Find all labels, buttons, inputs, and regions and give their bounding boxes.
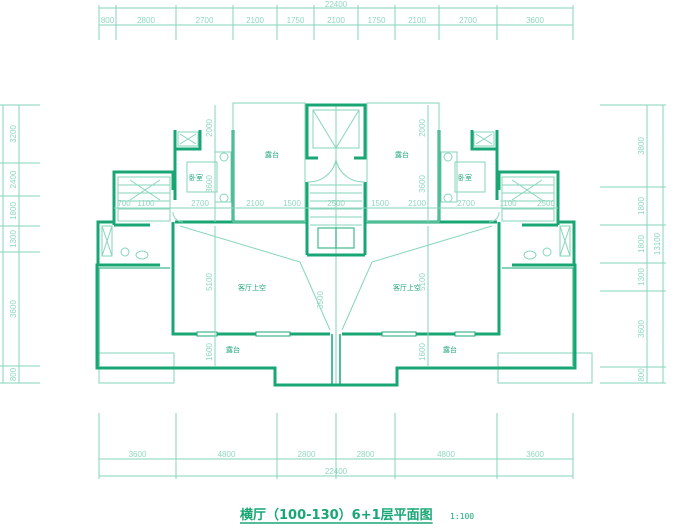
- right-total-dim: 13100: [653, 232, 662, 255]
- right-dimension-chain: 3800 1800 1800 1300 3600 800 13100: [600, 104, 666, 384]
- room-label-living-void: 客厅上空: [238, 283, 266, 292]
- left-dim-label: 1800: [9, 202, 18, 220]
- inner-dim: 2500: [327, 199, 345, 208]
- room-label-living-void: 客厅上空: [393, 283, 421, 292]
- inner-dim: 5100: [418, 273, 427, 291]
- room-label-bedroom: 卧室: [189, 173, 203, 182]
- bottom-dim-label: 3600: [526, 450, 544, 459]
- top-dim-label: 3600: [526, 16, 544, 25]
- top-dim-label: 2700: [459, 16, 477, 25]
- left-dim-label: 1300: [9, 230, 18, 248]
- inner-dim: 1600: [418, 343, 427, 361]
- right-dim-label: 3800: [637, 137, 646, 155]
- right-dim-label: 1800: [637, 235, 646, 253]
- inner-dim: 700: [117, 199, 131, 208]
- left-dim-label: 3200: [9, 125, 18, 143]
- room-label-bedroom: 卧室: [458, 173, 472, 182]
- room-label-terrace: 露台: [443, 345, 457, 354]
- right-dim-label: 1300: [637, 268, 646, 286]
- plan-half-right: [334, 101, 577, 387]
- inner-dim: 1100: [137, 199, 155, 208]
- top-dim-label: 800: [101, 16, 115, 25]
- top-dim-label: 1750: [368, 16, 386, 25]
- top-dim-label: 2100: [327, 16, 345, 25]
- bottom-dimension-chain: 22400 3600 4800 2800 2800 4800 3600: [98, 413, 574, 479]
- top-dim-label: 2100: [246, 16, 264, 25]
- right-dim-label: 800: [637, 368, 646, 382]
- inner-dim: 1500: [371, 199, 389, 208]
- right-dim-label: 1800: [637, 197, 646, 215]
- plan-half-left: [95, 102, 337, 387]
- inner-dim: 1600: [205, 343, 214, 361]
- top-dim-label: 2800: [137, 16, 155, 25]
- right-dim-label: 3600: [637, 320, 646, 338]
- room-label-terrace: 露台: [265, 150, 279, 159]
- inner-dim: 2000: [418, 119, 427, 137]
- room-label-terrace: 露台: [226, 345, 240, 354]
- inner-dim: 2000: [205, 119, 214, 137]
- inner-dim: 3600: [418, 175, 427, 193]
- bottom-total-dim: 22400: [325, 467, 348, 476]
- left-dim-label: 2400: [9, 170, 18, 188]
- drawing-scale: 1:100: [450, 512, 474, 521]
- left-dim-label: 800: [9, 367, 18, 381]
- bottom-dim-label: 4800: [218, 450, 236, 459]
- inner-dim: 2100: [408, 199, 426, 208]
- inner-dim: 1100: [499, 199, 517, 208]
- inner-dim: 3600: [205, 175, 214, 193]
- top-dimension-chain: 22400 800 2800 2700 2100 1750 2100 1750 2100 270…: [98, 0, 574, 40]
- inner-dim: 3500: [316, 291, 325, 309]
- top-total-dim: 22400: [325, 0, 348, 9]
- inner-dim: 2500: [537, 199, 555, 208]
- inner-dim: 2100: [246, 199, 264, 208]
- top-dim-label: 1750: [287, 16, 305, 25]
- left-dimension-chain: 3200 2400 1800 1300 3600 800: [0, 104, 40, 384]
- inner-dim: 5100: [205, 273, 214, 291]
- top-dim-label: 2700: [196, 16, 214, 25]
- bottom-dim-label: 2800: [298, 450, 316, 459]
- inner-dim: 2700: [457, 199, 475, 208]
- inner-dim: 2700: [191, 199, 209, 208]
- drawing-title: 横厅（100-130）6+1层平面图: [240, 507, 433, 523]
- room-label-terrace: 露台: [395, 150, 409, 159]
- bottom-dim-label: 2800: [357, 450, 375, 459]
- bottom-dim-label: 3600: [129, 450, 147, 459]
- inner-dim: 1500: [283, 199, 301, 208]
- left-dim-label: 3600: [9, 300, 18, 318]
- bottom-dim-label: 4800: [437, 450, 455, 459]
- top-dim-label: 2100: [408, 16, 426, 25]
